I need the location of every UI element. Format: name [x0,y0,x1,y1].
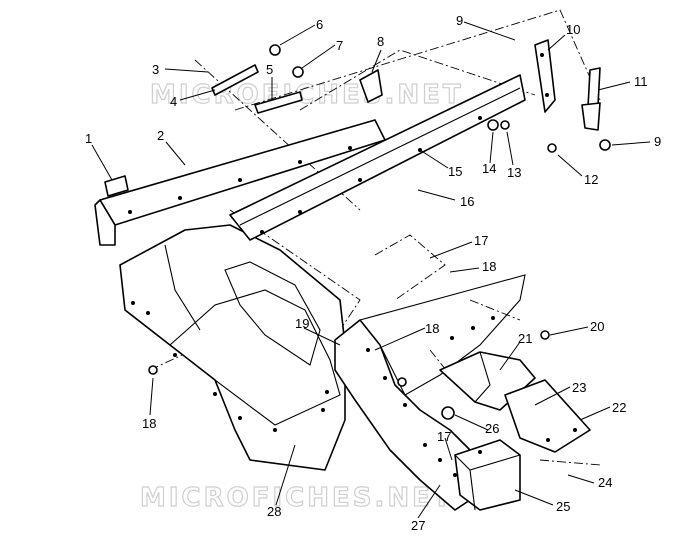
bracket-10 [534,39,556,113]
callout-1: 1 [85,131,92,146]
callout-2: 2 [157,128,164,143]
callout-15: 15 [448,164,462,179]
callout-7: 7 [336,38,343,53]
callout-4: 4 [170,94,177,109]
callout-18-mid: 18 [425,321,439,336]
lower-panel-28 [119,224,346,471]
callout-9-top: 9 [456,13,463,28]
plate-22 [504,379,591,453]
callout-24: 24 [598,475,612,490]
top-rail-2 [94,119,386,246]
callout-21: 21 [518,331,532,346]
callout-17-top: 17 [474,233,488,248]
box-25 [454,439,521,511]
callout-3: 3 [152,62,159,77]
callout-25: 25 [556,499,570,514]
strip-5 [254,91,303,114]
callout-12: 12 [584,172,598,187]
callout-14: 14 [482,161,496,176]
callout-20: 20 [590,319,604,334]
callout-6: 6 [316,17,323,32]
callout-28: 28 [267,504,281,519]
callout-10: 10 [566,22,580,37]
callout-11: 11 [634,74,648,89]
clip-8 [359,69,383,103]
callout-17-bottom: 17 [437,429,451,444]
fasteners [148,44,611,420]
callout-9-right: 9 [654,134,661,149]
plate-1 [104,175,129,197]
callout-19: 19 [295,316,309,331]
callout-23: 23 [572,380,586,395]
callout-5: 5 [266,62,273,77]
watermark-top: MICROFICHES.NET [150,80,464,110]
callout-27: 27 [411,518,425,533]
callout-22: 22 [612,400,626,415]
callout-18-right: 18 [482,259,496,274]
decal-4 [211,64,259,96]
watermark-bottom: MICROFICHES.NET [140,483,454,513]
leader-lines [91,21,651,519]
callout-16: 16 [460,194,474,209]
beam-15 [229,74,526,241]
callout-8: 8 [377,34,384,49]
strut-11 [581,67,601,131]
callout-labels: 1 2 3 4 5 6 7 8 9 10 11 9 12 13 14 15 16… [85,13,661,533]
callout-26: 26 [485,421,499,436]
callout-13: 13 [507,165,521,180]
callout-18-left: 18 [142,416,156,431]
